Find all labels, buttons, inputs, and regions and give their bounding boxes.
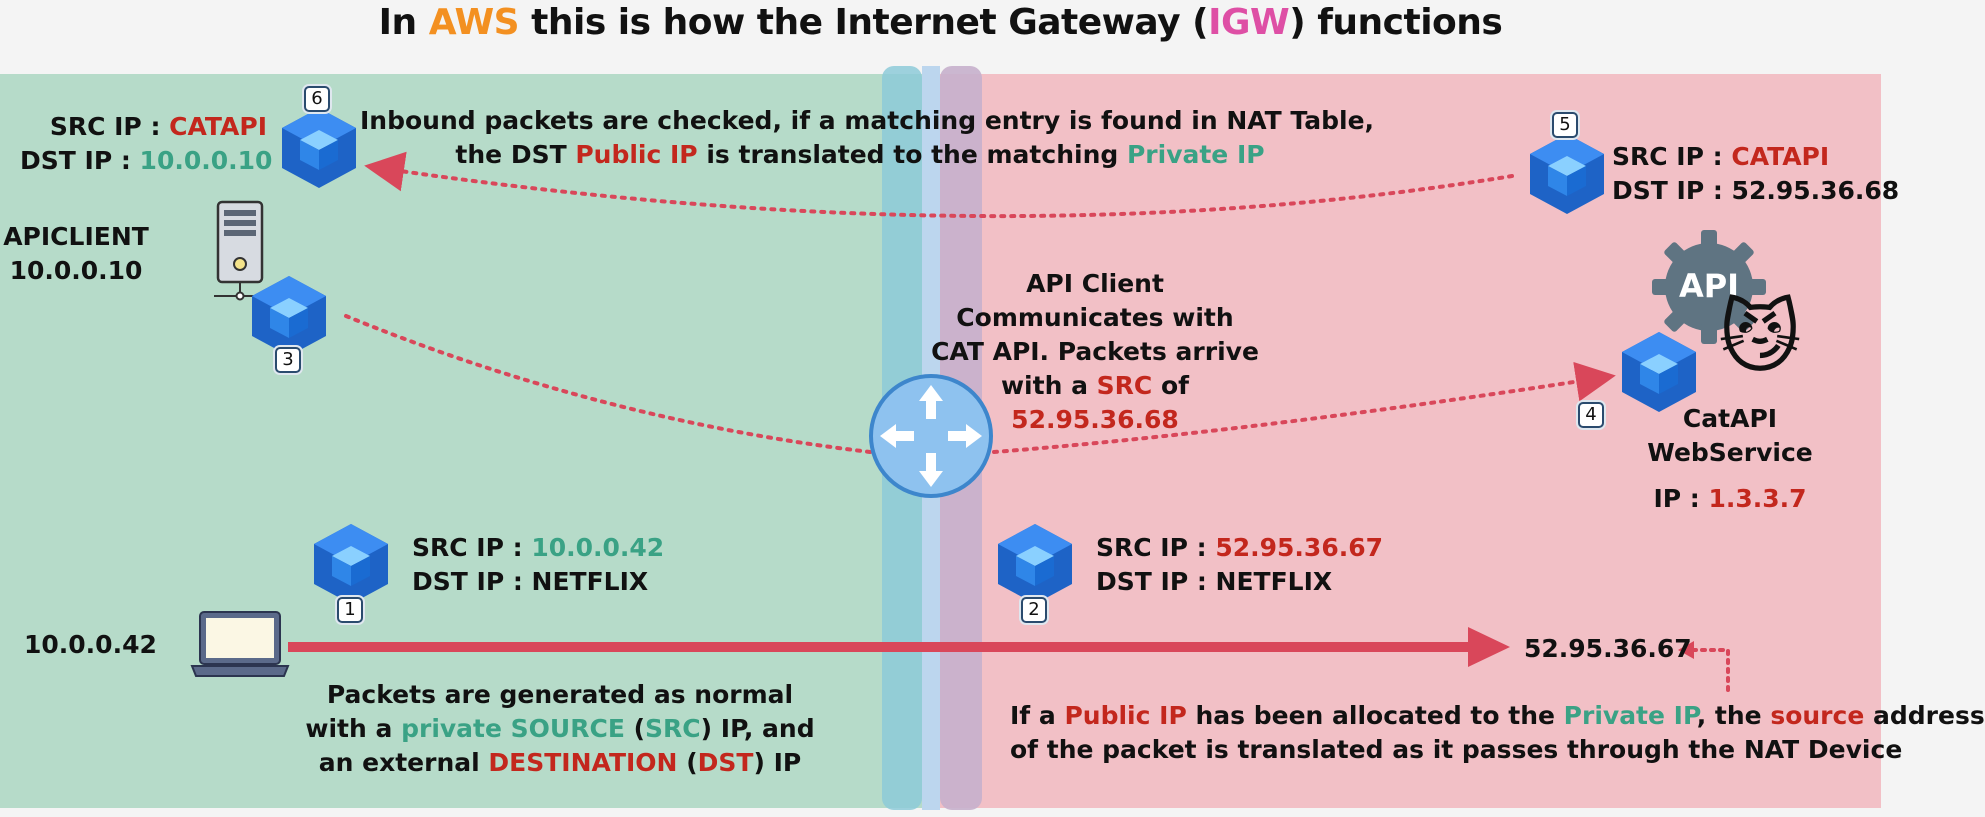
packet-5-dst: DST IP : 52.95.36.68 [1612, 176, 1900, 205]
packet-1-src: SRC IP : 10.0.0.42 [412, 533, 665, 562]
private-subnet-zone [0, 74, 940, 808]
igw-to-catapi-arrow [992, 361, 1616, 454]
packet-4-cube-icon [1622, 332, 1696, 412]
outbound-arrow-head [1468, 627, 1510, 667]
server-icon [214, 200, 266, 301]
packet-2-src: SRC IP : 52.95.36.67 [1096, 533, 1383, 562]
igw-note-line1: API Client [1026, 269, 1164, 298]
page-title: In AWS this is how the Internet Gateway … [378, 2, 1503, 43]
outbound-note-line2: with a private SOURCE (SRC) IP, and [305, 714, 815, 743]
outbound-note-line1: Packets are generated as normal [326, 680, 794, 709]
packet-6-dst: DST IP : 10.0.0.10 [20, 146, 273, 175]
packet-4-badge: 4 [1578, 402, 1604, 428]
igw-note-line5: 52.95.36.68 [1011, 405, 1179, 434]
flow-arrows [288, 151, 1730, 692]
packet-5-src: SRC IP : CATAPI [1612, 142, 1830, 171]
inbound-return-arrow [364, 151, 1514, 219]
packet-5-badge: 5 [1552, 112, 1578, 138]
inbound-note-line2: the DST Public IP is translated to the m… [455, 140, 1265, 169]
catapi-name-line1: CatAPI [1682, 404, 1778, 433]
packet-6-badge: 6 [304, 86, 330, 112]
public-internet-zone [940, 74, 1881, 808]
nat-note-pointer [1690, 648, 1730, 692]
packet-5-cube-icon [1530, 134, 1604, 214]
packet-2-cube-icon [998, 524, 1072, 604]
nat-note-line2: of the packet is translated as it passes… [1010, 735, 1903, 764]
igw-note-line3: CAT API. Packets arrive [931, 337, 1259, 366]
igw-note-line2: Communicates with [956, 303, 1234, 332]
packet-6-src: SRC IP : CATAPI [49, 112, 267, 141]
igw-note-line4: with a SRC of [1000, 371, 1190, 400]
catapi-name-line2: WebService [1647, 438, 1813, 467]
apiclient-name: APICLIENT [3, 222, 149, 251]
outbound-note-line3: an external DESTINATION (DST) IP [318, 748, 802, 777]
packet-2-dst: DST IP : NETFLIX [1096, 567, 1333, 596]
packet-6-cube-icon [282, 108, 356, 188]
catapi-ip: IP : 1.3.3.7 [1653, 484, 1807, 513]
packet-3-badge: 3 [275, 347, 301, 373]
laptop-ip: 10.0.0.42 [24, 630, 157, 659]
packet-1-badge: 1 [337, 597, 363, 623]
packet-1-cube-icon [314, 524, 388, 604]
public-ip-label: 52.95.36.67 [1524, 634, 1692, 663]
packet-3-cube-icon [252, 276, 326, 356]
nat-note-line1: If a Public IP has been allocated to the… [1010, 701, 1985, 730]
cat-face-icon: 😼 [1718, 291, 1802, 384]
packet-1-dst: DST IP : NETFLIX [412, 567, 649, 596]
api-gear-label: API [1678, 267, 1740, 305]
packet-2-badge: 2 [1021, 597, 1047, 623]
apiclient-ip: 10.0.0.10 [9, 256, 143, 285]
laptop-icon [190, 611, 290, 677]
client-to-igw-arrow [344, 314, 872, 454]
api-gear-icon [1652, 230, 1766, 344]
internet-gateway-router-icon [869, 374, 993, 498]
inbound-note-line1: Inbound packets are checked, if a matchi… [360, 106, 1375, 135]
